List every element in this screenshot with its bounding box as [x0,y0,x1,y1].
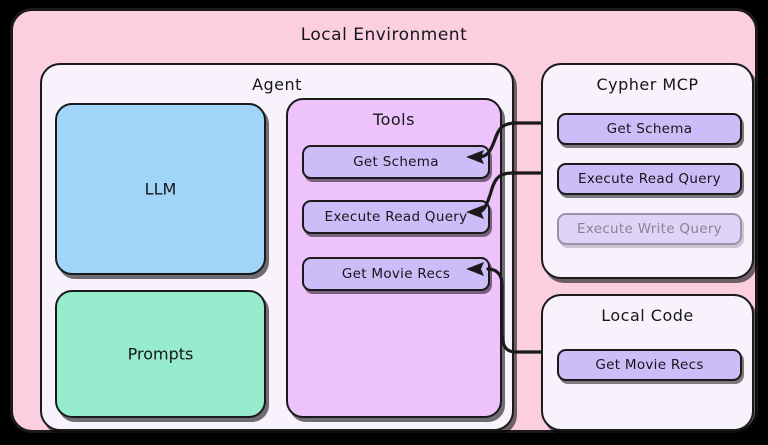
agent-title: Agent [252,75,302,94]
tool-item-get-schema[interactable]: Get Schema [302,145,490,179]
local-environment-title: Local Environment [300,25,468,45]
tool-item-label: Execute Read Query [324,209,468,225]
tool-item-label: Get Movie Recs [341,266,451,282]
tool-item-execute-read-query[interactable]: Execute Read Query [302,200,490,234]
agent-container: Agent LLM Prompts Tools Get Schema Execu… [40,63,514,431]
mcp-item-label: Get Schema [606,121,693,137]
mcp-item-label: Execute Read Query [578,171,721,187]
mcp-item-label: Execute Write Query [577,221,722,237]
prompts-node[interactable]: Prompts [55,290,266,418]
local-code-item-get-movie-recs[interactable]: Get Movie Recs [557,349,742,381]
local-code-title: Local Code [601,306,694,325]
tools-title: Tools [373,110,415,129]
llm-label: LLM [144,179,177,199]
mcp-item-get-schema[interactable]: Get Schema [557,113,742,145]
local-code-container: Local Code Get Movie Recs [541,294,754,431]
prompts-label: Prompts [127,344,194,364]
local-code-item-label: Get Movie Recs [595,357,704,373]
cypher-mcp-container: Cypher MCP Get Schema Execute Read Query… [541,63,754,279]
cypher-mcp-title: Cypher MCP [596,75,699,94]
local-environment-container: Local Environment Agent LLM Prompts Tool… [10,8,758,433]
tool-item-get-movie-recs[interactable]: Get Movie Recs [302,257,490,291]
tools-container: Tools Get Schema Execute Read Query Get … [286,98,502,418]
mcp-item-execute-read-query[interactable]: Execute Read Query [557,163,742,195]
mcp-item-execute-write-query: Execute Write Query [557,213,742,245]
llm-node[interactable]: LLM [55,103,266,275]
tool-item-label: Get Schema [353,154,439,170]
